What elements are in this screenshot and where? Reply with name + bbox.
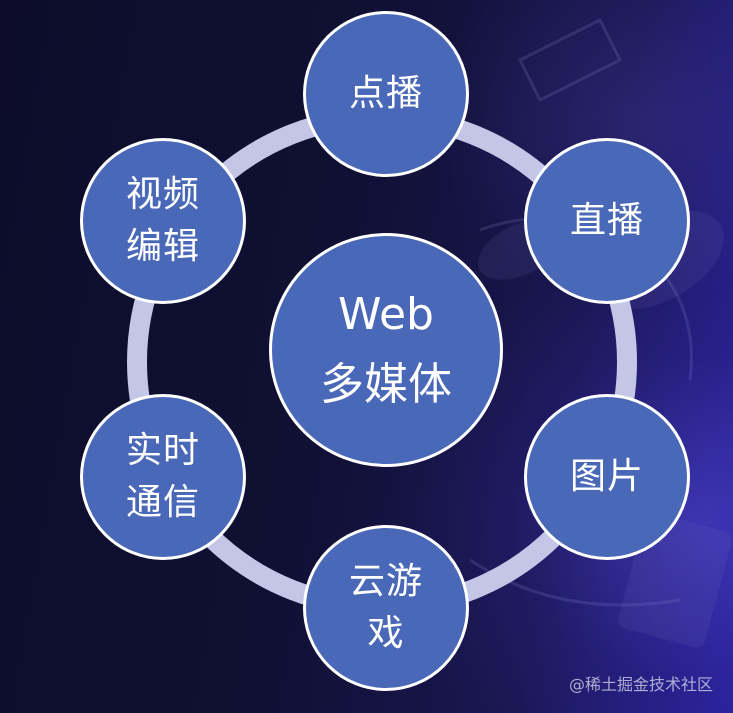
node-label: 视频 编辑	[125, 174, 200, 267]
watermark: @稀土掘金技术社区	[568, 675, 713, 694]
center-node-label: Web 多媒体	[320, 289, 452, 410]
node-cloud-gaming: 云游 戏	[303, 525, 469, 691]
node-label: 直播	[569, 200, 644, 241]
node-image: 图片	[524, 394, 690, 560]
node-label: 云游 戏	[348, 561, 423, 654]
node-label: 图片	[569, 456, 644, 497]
node-vod: 点播	[303, 11, 469, 177]
node-label: 点播	[348, 73, 423, 114]
center-node-web-multimedia: Web 多媒体	[269, 233, 503, 467]
node-label: 实时 通信	[125, 430, 200, 523]
node-live: 直播	[524, 138, 690, 304]
node-video-editing: 视频 编辑	[80, 138, 246, 304]
node-realtime-communication: 实时 通信	[80, 394, 246, 560]
